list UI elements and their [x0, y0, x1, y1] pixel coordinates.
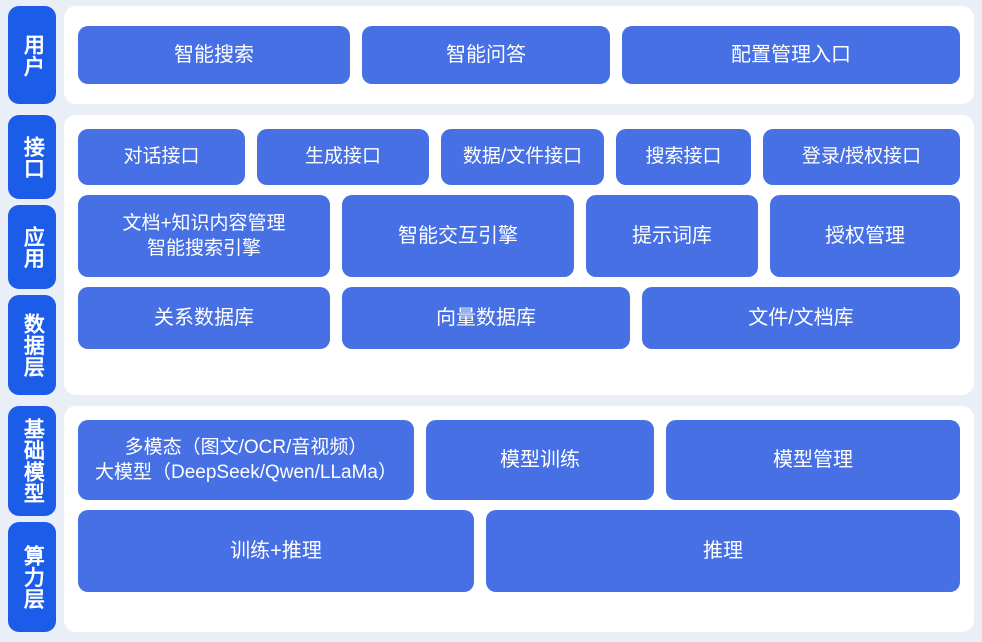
panel-bottom: 多模态（图文/OCR/音视频） 大模型（DeepSeek/Qwen/LLaMa）…: [64, 406, 974, 632]
tile-doc-knowledge-management[interactable]: 文档+知识内容管理 智能搜索引擎: [78, 195, 330, 277]
tile-smart-interaction-engine[interactable]: 智能交互引擎: [342, 195, 574, 277]
rail-tab-compute-layer[interactable]: 算力层: [8, 522, 56, 632]
tile-training-and-inference[interactable]: 训练+推理: [78, 510, 474, 592]
tile-data-file-api[interactable]: 数据/文件接口: [441, 129, 604, 185]
rail-tab-data-layer[interactable]: 数据层: [8, 295, 56, 395]
tile-file-document-store[interactable]: 文件/文档库: [642, 287, 960, 349]
row-user-entries: 智能搜索 智能问答 配置管理入口: [78, 26, 960, 84]
tile-model-management[interactable]: 模型管理: [666, 420, 960, 500]
band-users: 用户 智能搜索 智能问答 配置管理入口: [8, 6, 974, 104]
tile-inference[interactable]: 推理: [486, 510, 960, 592]
panel-users: 智能搜索 智能问答 配置管理入口: [64, 6, 974, 104]
tile-prompt-library[interactable]: 提示词库: [586, 195, 758, 277]
row-foundation-model: 多模态（图文/OCR/音视频） 大模型（DeepSeek/Qwen/LLaMa）…: [78, 420, 960, 500]
rail-middle: 接口 应用 数据层: [8, 115, 56, 395]
tile-model-training[interactable]: 模型训练: [426, 420, 654, 500]
rail-users: 用户: [8, 6, 56, 104]
tile-multimodal-large-model[interactable]: 多模态（图文/OCR/音视频） 大模型（DeepSeek/Qwen/LLaMa）: [78, 420, 414, 500]
row-application: 文档+知识内容管理 智能搜索引擎 智能交互引擎 提示词库 授权管理: [78, 195, 960, 277]
tile-dialog-api[interactable]: 对话接口: [78, 129, 245, 185]
tile-search-api[interactable]: 搜索接口: [616, 129, 751, 185]
tile-relational-database[interactable]: 关系数据库: [78, 287, 330, 349]
band-middle: 接口 应用 数据层 对话接口 生成接口 数据/文件接口 搜索接口 登录/授权接口…: [8, 115, 974, 395]
rail-tab-foundation-model[interactable]: 基础模型: [8, 406, 56, 516]
tile-login-auth-api[interactable]: 登录/授权接口: [763, 129, 960, 185]
row-compute: 训练+推理 推理: [78, 510, 960, 592]
tile-smart-qa[interactable]: 智能问答: [362, 26, 610, 84]
tile-vector-database[interactable]: 向量数据库: [342, 287, 630, 349]
rail-tab-users[interactable]: 用户: [8, 6, 56, 104]
row-data: 关系数据库 向量数据库 文件/文档库: [78, 287, 960, 349]
tile-config-management-entry[interactable]: 配置管理入口: [622, 26, 960, 84]
tile-generation-api[interactable]: 生成接口: [257, 129, 429, 185]
tile-authorization-management[interactable]: 授权管理: [770, 195, 960, 277]
rail-tab-application[interactable]: 应用: [8, 205, 56, 289]
tile-smart-search[interactable]: 智能搜索: [78, 26, 350, 84]
band-bottom: 基础模型 算力层 多模态（图文/OCR/音视频） 大模型（DeepSeek/Qw…: [8, 406, 974, 632]
panel-middle: 对话接口 生成接口 数据/文件接口 搜索接口 登录/授权接口 文档+知识内容管理…: [64, 115, 974, 395]
rail-tab-interface[interactable]: 接口: [8, 115, 56, 199]
rail-bottom: 基础模型 算力层: [8, 406, 56, 632]
row-interface: 对话接口 生成接口 数据/文件接口 搜索接口 登录/授权接口: [78, 129, 960, 185]
